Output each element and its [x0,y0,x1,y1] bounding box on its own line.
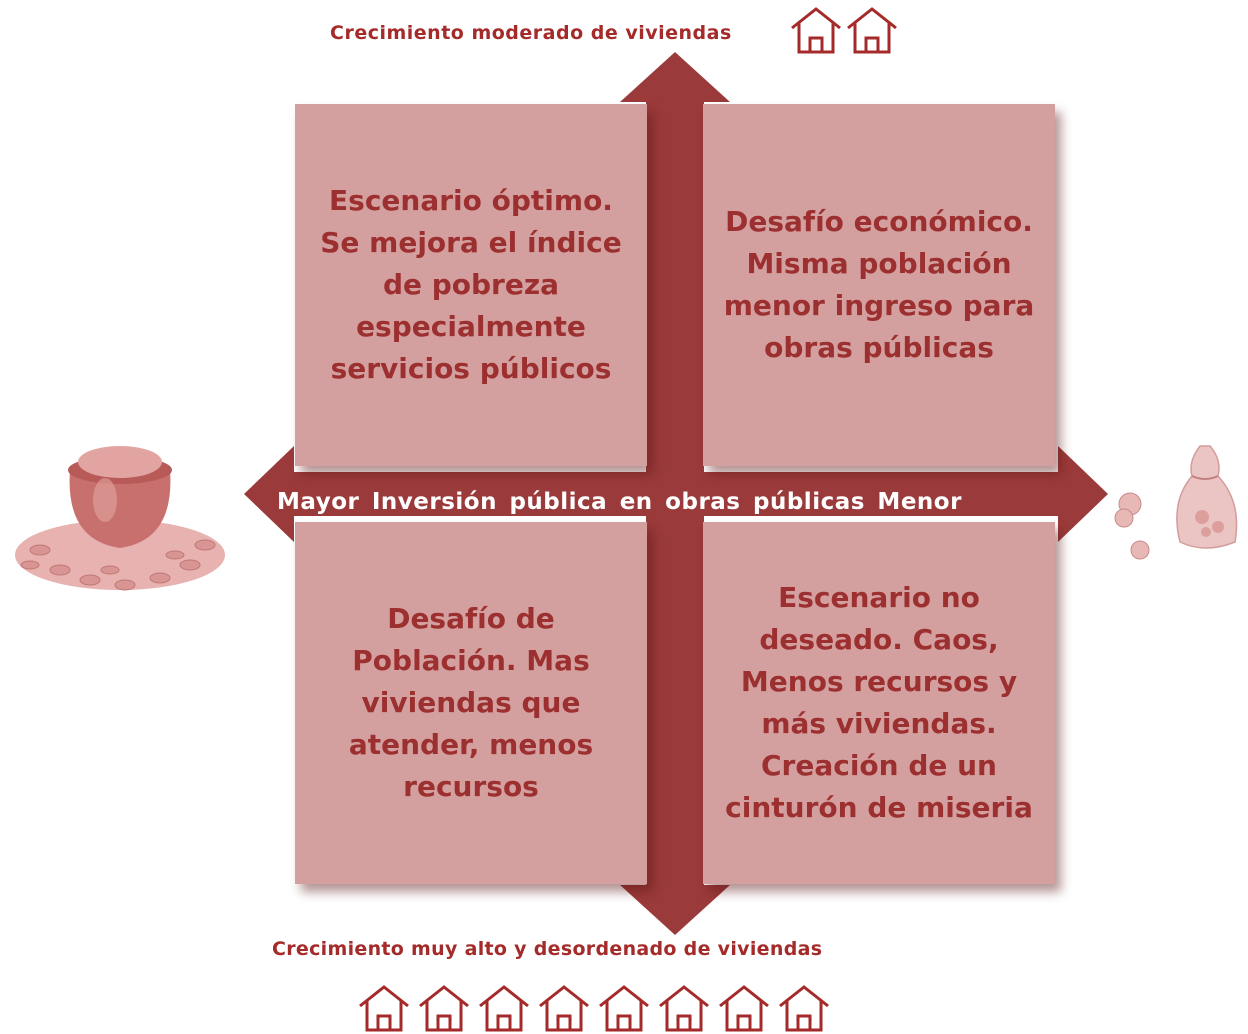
house-icon [599,985,649,1032]
quadrant-bottom-right: Escenario no deseado. Caos, Menos recurs… [703,522,1055,884]
top-houses [790,6,898,54]
quadrant-top-left: Escenario óptimo. Se mejora el índice de… [295,104,647,466]
house-icon [659,985,709,1032]
house-icon [847,7,897,54]
house-icon [779,985,829,1032]
quadrant-top-right: Desafío económico. Misma población menor… [703,104,1055,466]
house-icon [719,985,769,1032]
coin-pot-icon [15,446,225,591]
horizontal-axis-arrow [244,446,1108,542]
house-icon [359,985,409,1032]
bottom-houses [358,984,830,1032]
house-icon [479,985,529,1032]
top-axis-label: Crecimiento moderado de viviendas [330,22,732,44]
bottom-axis-label: Crecimiento muy alto y desordenado de vi… [272,938,823,960]
house-icon [419,985,469,1032]
house-icon [539,985,589,1032]
money-bag-icon [1114,445,1238,560]
house-icon [791,7,841,54]
quadrant-bottom-left: Desafío de Población. Mas viviendas que … [295,522,647,884]
horizontal-axis-label: Mayor Inversión pública en obras pública… [277,489,962,515]
